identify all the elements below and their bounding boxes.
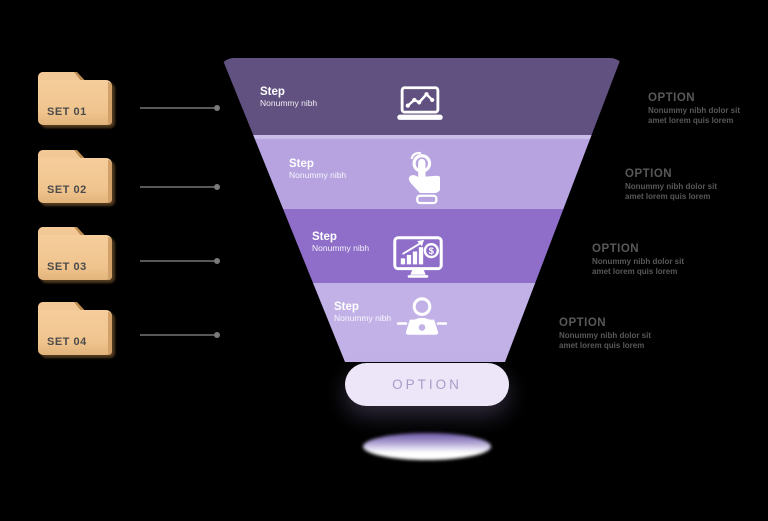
connector-dot [214, 105, 220, 111]
person-laptop-icon [396, 297, 448, 335]
connector-line-4 [140, 332, 220, 338]
monitor-growth-dollar-icon: $ [393, 236, 443, 278]
folder-set-03: SET 03 [38, 227, 112, 280]
folder-body [38, 80, 112, 125]
laptop-line-chart-icon [397, 86, 443, 120]
option-title: OPTION [648, 92, 696, 104]
step-1-text: Step Nonummy nibh [260, 86, 317, 109]
svg-text:$: $ [429, 246, 435, 257]
option-line: amet lorem quis lorem [648, 116, 734, 125]
option-line: amet lorem quis lorem [625, 192, 711, 201]
step-4-text: Step Nonummy nibh [334, 301, 391, 324]
step-subtitle: Nonummy nibh [289, 170, 347, 181]
step-subtitle: Nonummy nibh [334, 313, 392, 324]
step-title: Step [289, 158, 314, 170]
funnel-tier-1 [222, 58, 621, 135]
connector-line-2 [140, 184, 220, 190]
option-block-3: OPTION Nonummy nibh dolor sit amet lorem… [592, 243, 712, 277]
option-line: Nonummy nibh dolor sit [559, 331, 651, 340]
step-title: Step [334, 301, 359, 313]
option-title: OPTION [592, 243, 640, 255]
step-subtitle: Nonummy nibh [312, 243, 370, 254]
option-title: OPTION [625, 168, 673, 180]
funnel-result-label: OPTION [392, 377, 462, 392]
connector-dot [214, 332, 220, 338]
connector-dot [214, 184, 220, 190]
option-line: amet lorem quis lorem [592, 267, 678, 276]
folder-body [38, 310, 112, 355]
connector-dot [214, 258, 220, 264]
connector-line-1 [140, 105, 220, 111]
step-subtitle: Nonummy nibh [260, 98, 318, 109]
folder-label: SET 01 [47, 106, 87, 118]
option-title: OPTION [559, 317, 607, 329]
option-line: Nonummy nibh dolor sit [625, 182, 717, 191]
folder-label: SET 03 [47, 261, 87, 273]
step-3-text: Step Nonummy nibh [312, 231, 369, 254]
option-line: Nonummy nibh dolor sit [592, 257, 684, 266]
folder-label: SET 02 [47, 184, 87, 196]
folder-set-01: SET 01 [38, 72, 112, 125]
step-2-text: Step Nonummy nibh [289, 158, 346, 181]
connector-line-3 [140, 258, 220, 264]
ground-shadow [363, 433, 491, 460]
option-line: Nonummy nibh dolor sit [648, 106, 740, 115]
folder-set-02: SET 02 [38, 150, 112, 203]
folder-label: SET 04 [47, 336, 87, 348]
option-block-4: OPTION Nonummy nibh dolor sit amet lorem… [559, 317, 679, 351]
funnel-diagram: Step Nonummy nibh Step Nonummy nibh Step… [218, 58, 626, 408]
tap-finger-icon [408, 151, 440, 205]
step-title: Step [312, 231, 337, 243]
option-line: amet lorem quis lorem [559, 341, 645, 350]
option-block-1: OPTION Nonummy nibh dolor sit amet lorem… [648, 92, 768, 126]
folder-set-04: SET 04 [38, 302, 112, 355]
option-block-2: OPTION Nonummy nibh dolor sit amet lorem… [625, 168, 745, 202]
folder-body [38, 158, 112, 203]
funnel-result-pill: OPTION [345, 363, 509, 406]
folder-body [38, 235, 112, 280]
step-title: Step [260, 86, 285, 98]
